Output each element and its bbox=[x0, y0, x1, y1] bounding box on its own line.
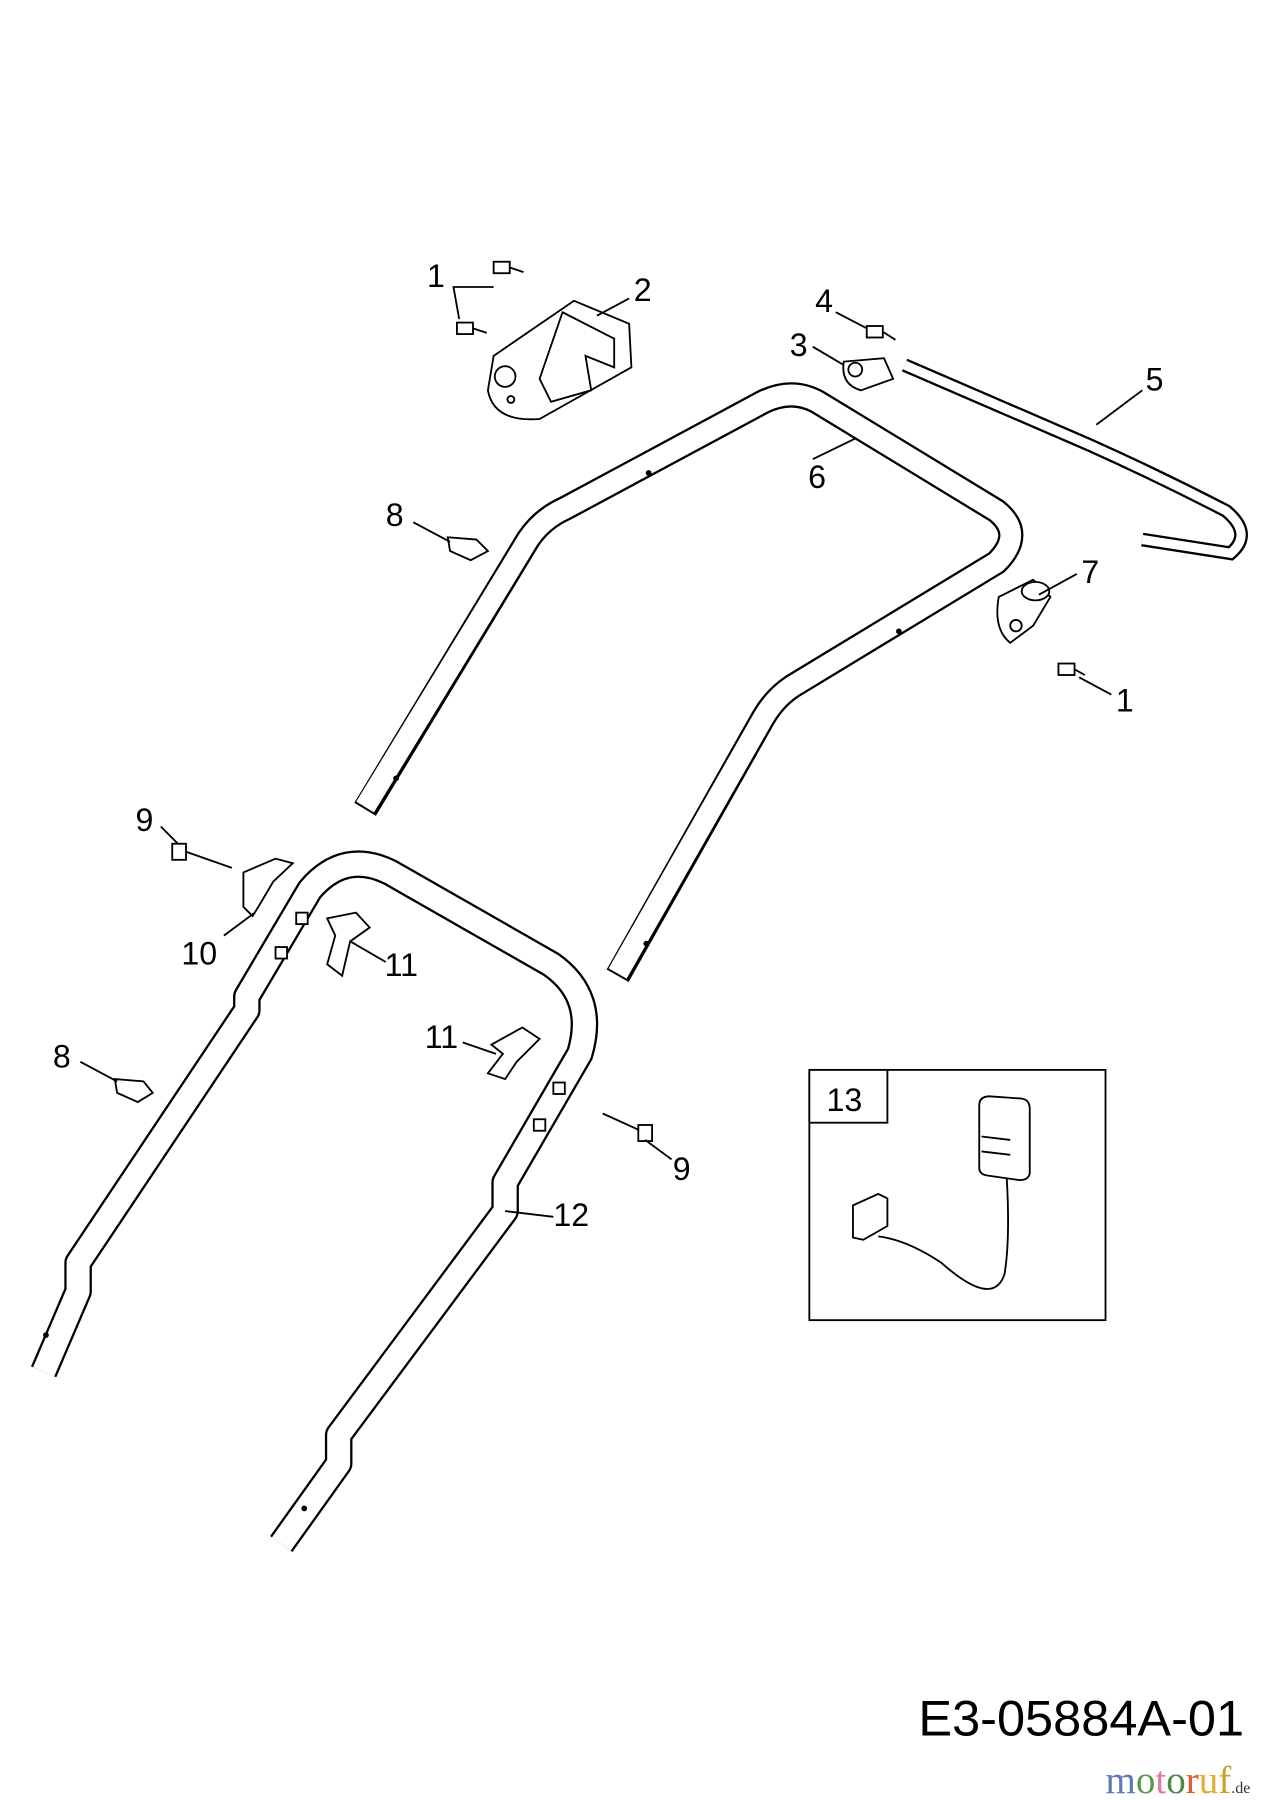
screw-part-1-c[interactable] bbox=[1057, 662, 1086, 676]
callout-10: 10 bbox=[181, 935, 217, 971]
callout-6: 6 bbox=[808, 459, 826, 495]
upper-handle-part-6[interactable] bbox=[354, 382, 1024, 982]
bracket-part-10[interactable] bbox=[242, 857, 295, 918]
callout-2: 2 bbox=[634, 272, 652, 308]
callout-4: 4 bbox=[815, 283, 833, 319]
callout-13: 13 bbox=[827, 1082, 863, 1118]
svg-text:motoruf.de: motoruf.de bbox=[1106, 1759, 1251, 1800]
control-bar-part-5[interactable] bbox=[901, 358, 1248, 561]
clamp-part-7[interactable] bbox=[996, 578, 1052, 645]
switch-box-part-2[interactable] bbox=[486, 299, 633, 421]
screw-part-4[interactable] bbox=[865, 325, 896, 341]
callout-9-left: 9 bbox=[135, 802, 153, 838]
knob-part-11-b[interactable] bbox=[486, 1026, 542, 1081]
callout-11-a: 11 bbox=[385, 947, 418, 983]
charger-inset-part-13[interactable]: 13 bbox=[808, 1068, 1107, 1322]
cap-part-8-a[interactable] bbox=[446, 536, 490, 562]
bolt-part-9-b[interactable] bbox=[602, 1112, 653, 1142]
bolt-part-9-a[interactable] bbox=[171, 842, 233, 869]
callout-8-upper: 8 bbox=[386, 497, 404, 533]
callout-1: 1 bbox=[427, 258, 445, 294]
clamp-part-3[interactable] bbox=[842, 357, 895, 392]
callout-1-right: 1 bbox=[1116, 683, 1134, 719]
callout-11-b: 11 bbox=[425, 1019, 458, 1055]
callout-8-lower: 8 bbox=[53, 1039, 71, 1075]
callout-12: 12 bbox=[553, 1197, 589, 1233]
callout-7: 7 bbox=[1081, 554, 1099, 590]
knob-part-11-a[interactable] bbox=[325, 911, 372, 978]
screw-part-1-b[interactable] bbox=[492, 260, 524, 275]
watermark-logo: motoruf.de bbox=[1106, 1759, 1251, 1800]
callout-5: 5 bbox=[1146, 361, 1164, 397]
callout-3: 3 bbox=[790, 327, 808, 363]
drawing-number: E3-05884A-01 bbox=[918, 1690, 1244, 1747]
screw-part-1-a[interactable] bbox=[456, 321, 488, 335]
leader-lines bbox=[79, 286, 1143, 1218]
cap-part-8-b[interactable] bbox=[113, 1078, 155, 1104]
callout-9-right: 9 bbox=[673, 1151, 691, 1187]
lower-handle-part-12[interactable] bbox=[30, 850, 599, 1553]
